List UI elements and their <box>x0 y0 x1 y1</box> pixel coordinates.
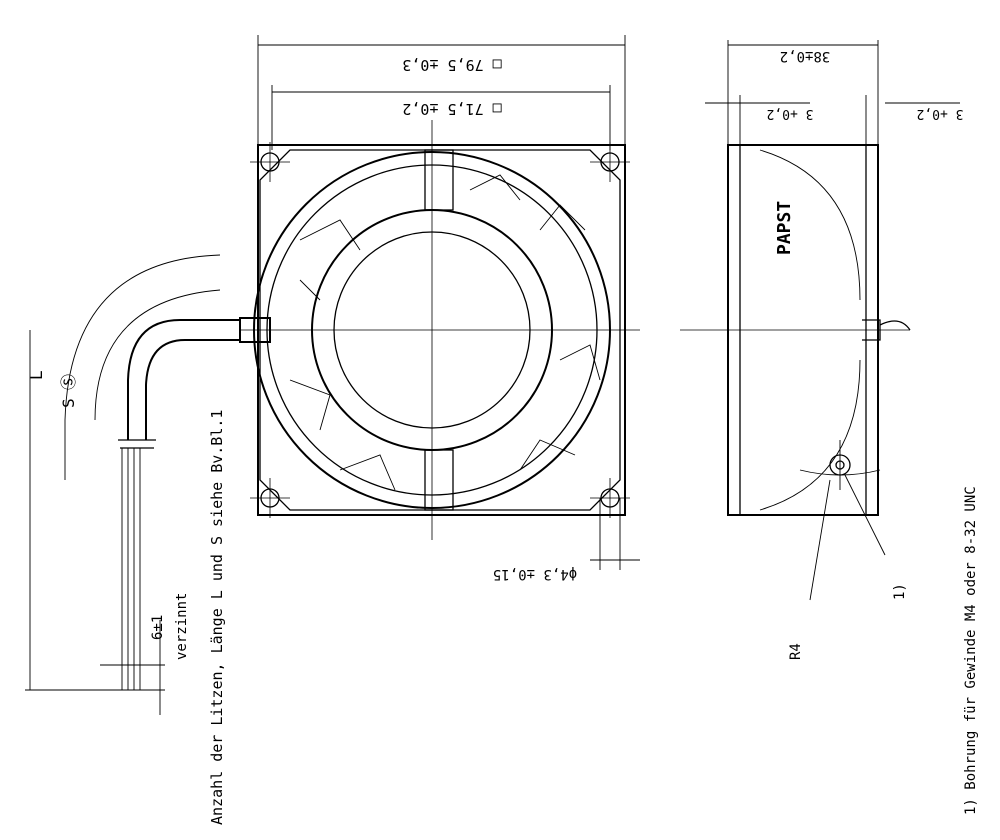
strut-bottom <box>424 449 454 511</box>
outer-dimension: □ 79,5 ±0,3 <box>402 56 501 74</box>
mount-holes <box>250 142 630 518</box>
footnote-ref: 1) <box>892 583 908 600</box>
tin-dimension: 6±1 <box>150 615 166 640</box>
hole-dim-lines <box>590 498 640 570</box>
depth-dimension: 38±0,2 <box>780 48 831 64</box>
brand-logo: PAPST <box>774 201 795 255</box>
length-label: L <box>27 370 46 380</box>
cable-exit <box>862 319 911 341</box>
flange-dimension-left: 3 +0,2 <box>767 106 814 121</box>
strip-symbol: Ⓢ <box>59 374 78 390</box>
strut-top <box>424 149 454 211</box>
flange-dimension-right: 3 +0,2 <box>917 106 964 121</box>
cable-note: Anzahl der Litzen, Länge L und S siehe B… <box>208 410 226 825</box>
frame-chamfer <box>259 149 621 511</box>
hole-dimension: ϕ4,3 ±0,15 <box>493 566 577 582</box>
strip-label: S <box>59 398 78 408</box>
center-lines <box>240 120 640 540</box>
inner-dimension: □ 71,5 ±0,2 <box>402 100 501 118</box>
cable-grommet <box>239 317 271 343</box>
blades <box>289 174 601 491</box>
tin-label: verzinnt <box>174 593 190 660</box>
radius-label: R4 <box>788 643 804 660</box>
front-view: □ 79,5 ±0,3 □ 71,5 ±0,2 ϕ4,3 ±0,15 <box>239 35 640 582</box>
footnote: 1) Bohrung für Gewinde M4 oder 8-32 UNC <box>963 486 979 815</box>
dim-lines <box>257 35 626 150</box>
side-view: PAPST R4 1) 38±0,2 3 +0,2 3 +0,2 <box>680 40 963 660</box>
cable: L S Ⓢ 6±1 verzinnt Anzahl der Litzen, Lä… <box>25 254 240 825</box>
